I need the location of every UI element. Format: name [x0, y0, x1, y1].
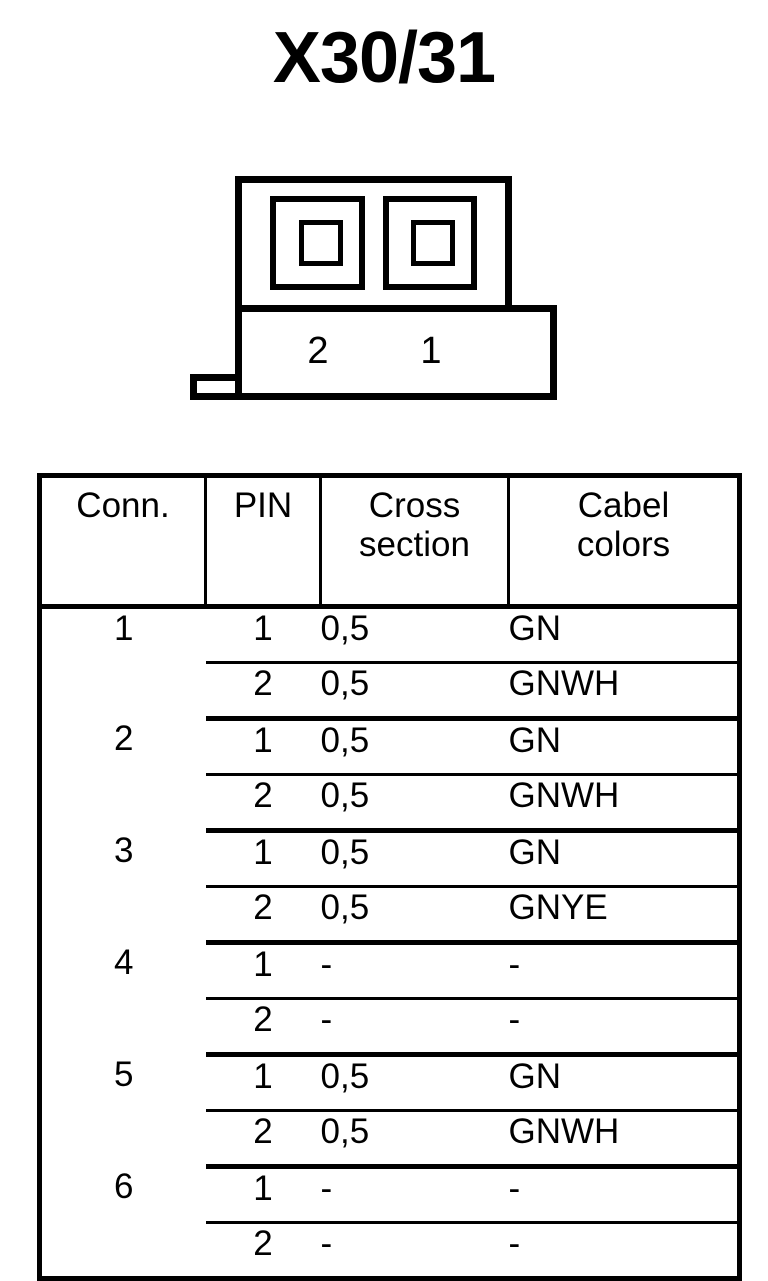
- conn-number-cell: 3: [39, 830, 206, 943]
- table-row: 2 0,5 GNWH: [40, 662, 740, 721]
- connector-diagram: 2 1: [0, 0, 768, 470]
- cabel-color-cell: GNWH: [508, 662, 740, 721]
- cross-section-cell: 0,5: [320, 662, 509, 721]
- table-row: 6 1 - -: [39, 1166, 740, 1279]
- column-header-cross-line2: section: [359, 525, 470, 565]
- column-header-conn-text: Conn.: [76, 486, 170, 525]
- pin-cell: 1: [205, 1054, 321, 1112]
- pin-cavity-1-inner: [411, 220, 455, 266]
- cross-section-cell: -: [320, 1166, 509, 1224]
- cross-section-cell: 0,5: [320, 886, 509, 945]
- pin-cell: 2: [205, 662, 321, 721]
- cabel-color-cell: -: [508, 998, 740, 1057]
- conn-number-cell: 4: [39, 942, 206, 1055]
- pin-cell: 2: [205, 1222, 321, 1279]
- cabel-color-cell: GNWH: [508, 774, 740, 833]
- cabel-color-cell: -: [508, 942, 740, 1000]
- cabel-color-cell: GN: [508, 830, 740, 888]
- column-header-cabel-line1: Cabel: [577, 486, 670, 525]
- cross-section-cell: 0,5: [320, 830, 509, 888]
- page-title: X30/31: [272, 18, 496, 98]
- pin-cell: 1: [205, 1166, 321, 1224]
- cross-section-cell: -: [320, 1222, 509, 1279]
- pinout-table: Conn. PIN Cross section Cabel colors 1: [37, 473, 742, 1281]
- table-row: 5 1 0,5 GN: [39, 1054, 740, 1167]
- pin-cell: 1: [205, 830, 321, 888]
- connector-latch-tab: [190, 374, 242, 400]
- table-row: 4 1 - -: [39, 942, 740, 1055]
- pin-cell: 2: [205, 998, 321, 1057]
- pinout-table-body: 1 1 0,5 GN 2 0,5 GNWH 2 1 0,5 GN 2 0,5 G…: [39, 606, 740, 1279]
- pin-cell: 2: [205, 886, 321, 945]
- cabel-color-cell: -: [508, 1222, 740, 1279]
- table-row: 2 0,5 GNWH: [40, 774, 740, 833]
- column-header-cross-section: Cross section: [320, 475, 510, 609]
- column-header-cabel-colors: Cabel colors: [508, 475, 740, 609]
- conn-number-cell: 1: [39, 606, 206, 719]
- cabel-color-cell: GN: [508, 606, 740, 664]
- pin-cavity-2-inner: [299, 220, 343, 266]
- pin-cell: 1: [205, 606, 321, 664]
- pin-cell: 2: [205, 774, 321, 833]
- pin-cell: 2: [205, 1110, 321, 1169]
- cabel-color-cell: GN: [508, 1054, 740, 1112]
- cabel-color-cell: -: [508, 1166, 740, 1224]
- cross-section-cell: -: [320, 998, 509, 1057]
- conn-number-cell: 6: [39, 1166, 206, 1279]
- cabel-color-cell: GNYE: [508, 886, 740, 945]
- table-row: 1 1 0,5 GN: [39, 606, 740, 719]
- column-header-pin: PIN: [205, 475, 322, 609]
- cross-section-cell: 0,5: [320, 1110, 509, 1169]
- cross-section-cell: 0,5: [320, 606, 509, 664]
- column-header-cabel-line2: colors: [576, 525, 671, 565]
- pin-index-label-2: 2: [307, 330, 329, 372]
- connector-housing-lower: [235, 305, 557, 400]
- table-row: 2 - -: [40, 998, 740, 1057]
- pin-index-label-1: 1: [420, 330, 442, 372]
- table-row: 2 1 0,5 GN: [39, 718, 740, 831]
- cross-section-cell: 0,5: [320, 1054, 509, 1112]
- cross-section-cell: -: [320, 942, 509, 1000]
- pinout-table-container: Conn. PIN Cross section Cabel colors 1: [37, 473, 742, 1281]
- column-header-conn: Conn.: [39, 475, 207, 609]
- cross-section-cell: 0,5: [320, 718, 509, 776]
- conn-number-cell: 5: [39, 1054, 206, 1167]
- cabel-color-cell: GNWH: [508, 1110, 740, 1169]
- table-row: 3 1 0,5 GN: [39, 830, 740, 943]
- column-header-pin-text: PIN: [233, 486, 293, 525]
- cross-section-cell: 0,5: [320, 774, 509, 833]
- cabel-color-cell: GN: [508, 718, 740, 776]
- pin-cell: 1: [205, 718, 321, 776]
- table-row: 2 0,5 GNWH: [40, 1110, 740, 1169]
- table-header-row: Conn. PIN Cross section Cabel colors: [39, 475, 740, 609]
- column-header-cross-line1: Cross: [368, 486, 461, 525]
- table-row: 2 0,5 GNYE: [40, 886, 740, 945]
- conn-number-cell: 2: [39, 718, 206, 831]
- pin-cell: 1: [205, 942, 321, 1000]
